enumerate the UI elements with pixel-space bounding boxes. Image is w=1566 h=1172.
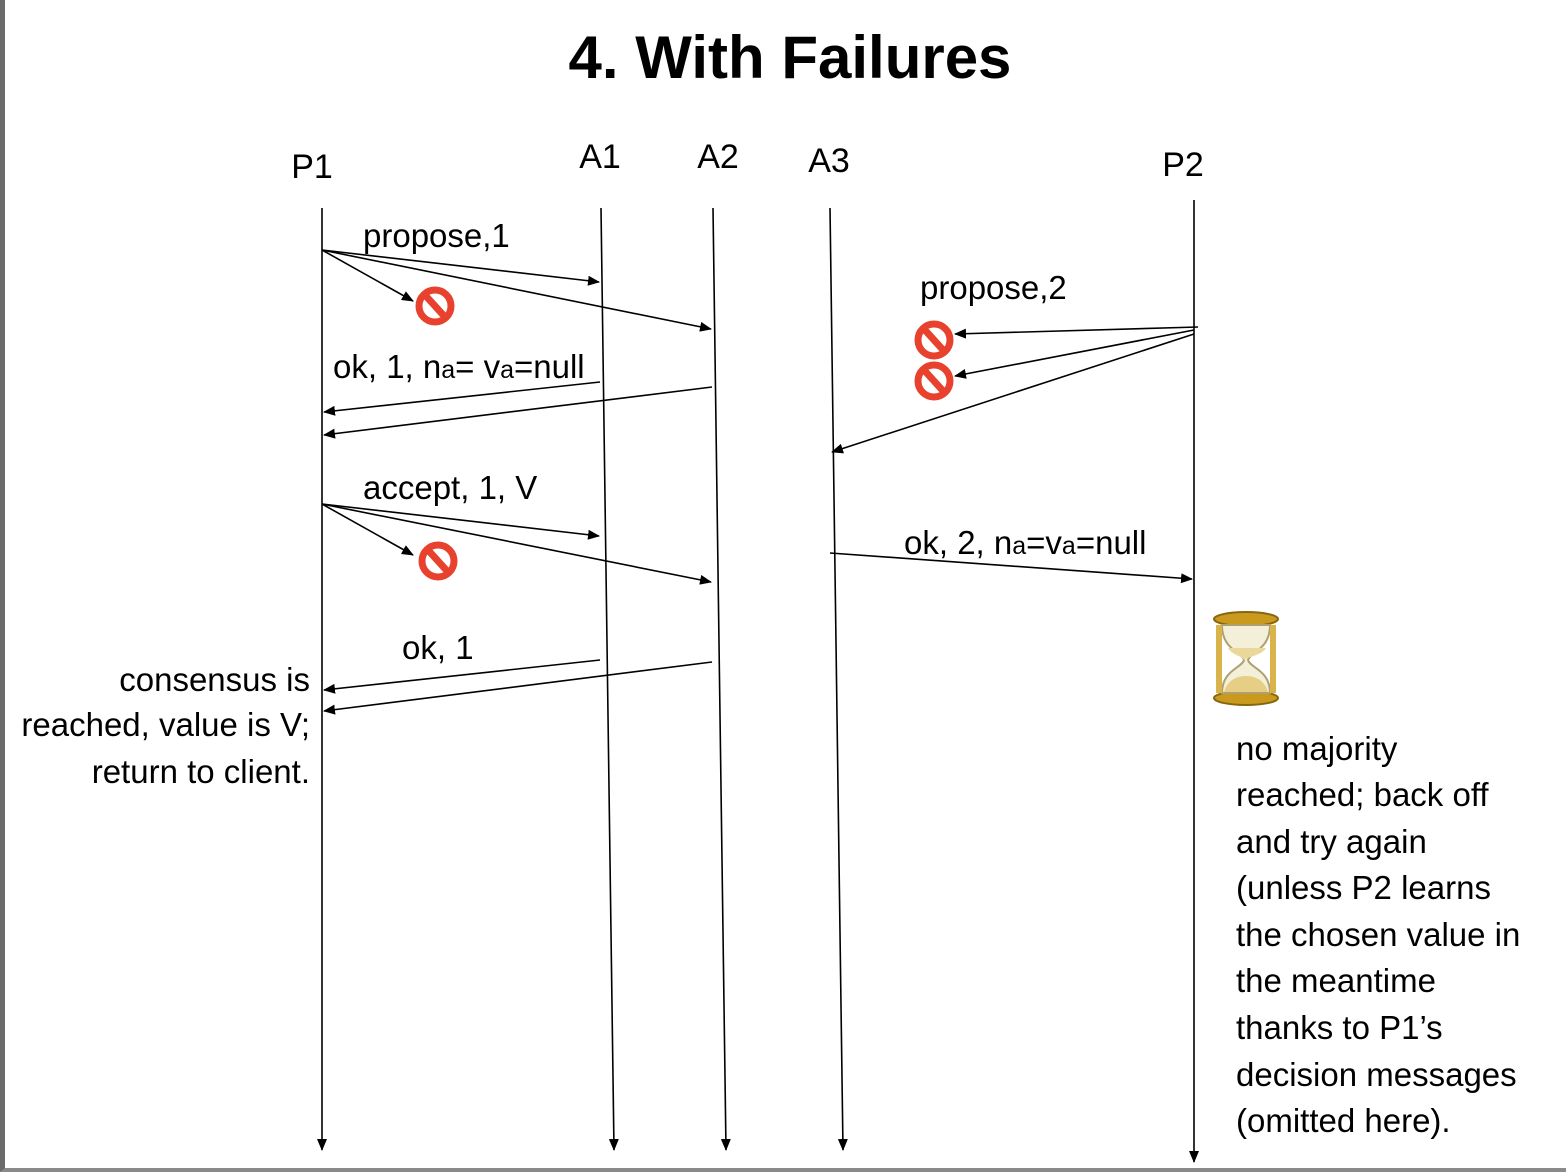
no-entry-icon <box>918 365 950 397</box>
arrow-propose2-dropped-1 <box>954 326 1199 339</box>
message-label-ok-accepted: ok, 1 <box>402 629 474 666</box>
note-p2-line-1: no majority <box>1236 730 1398 767</box>
actor-label-p1: P1 <box>291 148 333 186</box>
actor-label-p2: P2 <box>1162 146 1204 184</box>
arrow-ok1-from-a1 <box>323 381 601 416</box>
no-entry-icon <box>918 324 950 356</box>
note-p1-line-3: return to client. <box>92 753 310 790</box>
arrow-propose1-to-a2 <box>321 249 712 332</box>
message-label-ok-promise-2: ok, 2, na=va=null <box>904 524 1146 561</box>
arrow-okfinal-from-a1 <box>323 659 601 694</box>
actor-label-a1: A1 <box>579 138 621 176</box>
note-p2-line-8: decision messages <box>1236 1056 1517 1093</box>
lifeline-a2 <box>712 207 731 1151</box>
arrow-accept-dropped <box>321 503 414 556</box>
note-p2-line-9: (omitted here). <box>1236 1102 1451 1139</box>
message-label-ok-promise-1: ok, 1, na= va=null <box>333 348 585 385</box>
note-p2-line-6: the meantime <box>1236 962 1436 999</box>
no-entry-icon <box>419 290 451 322</box>
arrow-propose2-to-a3 <box>831 333 1195 454</box>
note-p1-line-2: reached, value is V; <box>21 706 310 743</box>
message-label-propose-2: propose,2 <box>920 269 1067 306</box>
arrow-okfinal-from-a2 <box>323 661 713 715</box>
note-p2-line-5: the chosen value in <box>1236 916 1520 953</box>
actor-label-a2: A2 <box>697 138 739 176</box>
no-entry-icon <box>422 545 454 577</box>
arrow-ok1-from-a2 <box>323 386 713 439</box>
arrow-propose1-to-a1 <box>321 249 600 286</box>
lifeline-a1 <box>600 207 619 1151</box>
note-p2-line-4: (unless P2 learns <box>1236 869 1491 906</box>
arrow-propose2-dropped-2 <box>954 329 1195 379</box>
note-p2-line-3: and try again <box>1236 823 1427 860</box>
lifeline-a3 <box>829 207 848 1151</box>
arrow-propose1-dropped <box>321 249 414 302</box>
note-p2-line-2: reached; back off <box>1236 776 1489 813</box>
arrow-accept-to-a1 <box>321 503 600 540</box>
slide-title: 4. With Failures <box>569 24 1012 91</box>
actor-label-a3: A3 <box>808 142 850 180</box>
arrow-accept-to-a2 <box>321 503 712 585</box>
message-label-accept: accept, 1, V <box>363 469 537 506</box>
message-label-propose-1: propose,1 <box>363 217 510 254</box>
note-p1-line-1: consensus is <box>119 661 310 698</box>
arrow-ok2-to-p2 <box>829 552 1193 584</box>
hourglass-icon <box>1213 611 1279 706</box>
note-p2-line-7: thanks to P1’s <box>1236 1009 1443 1046</box>
